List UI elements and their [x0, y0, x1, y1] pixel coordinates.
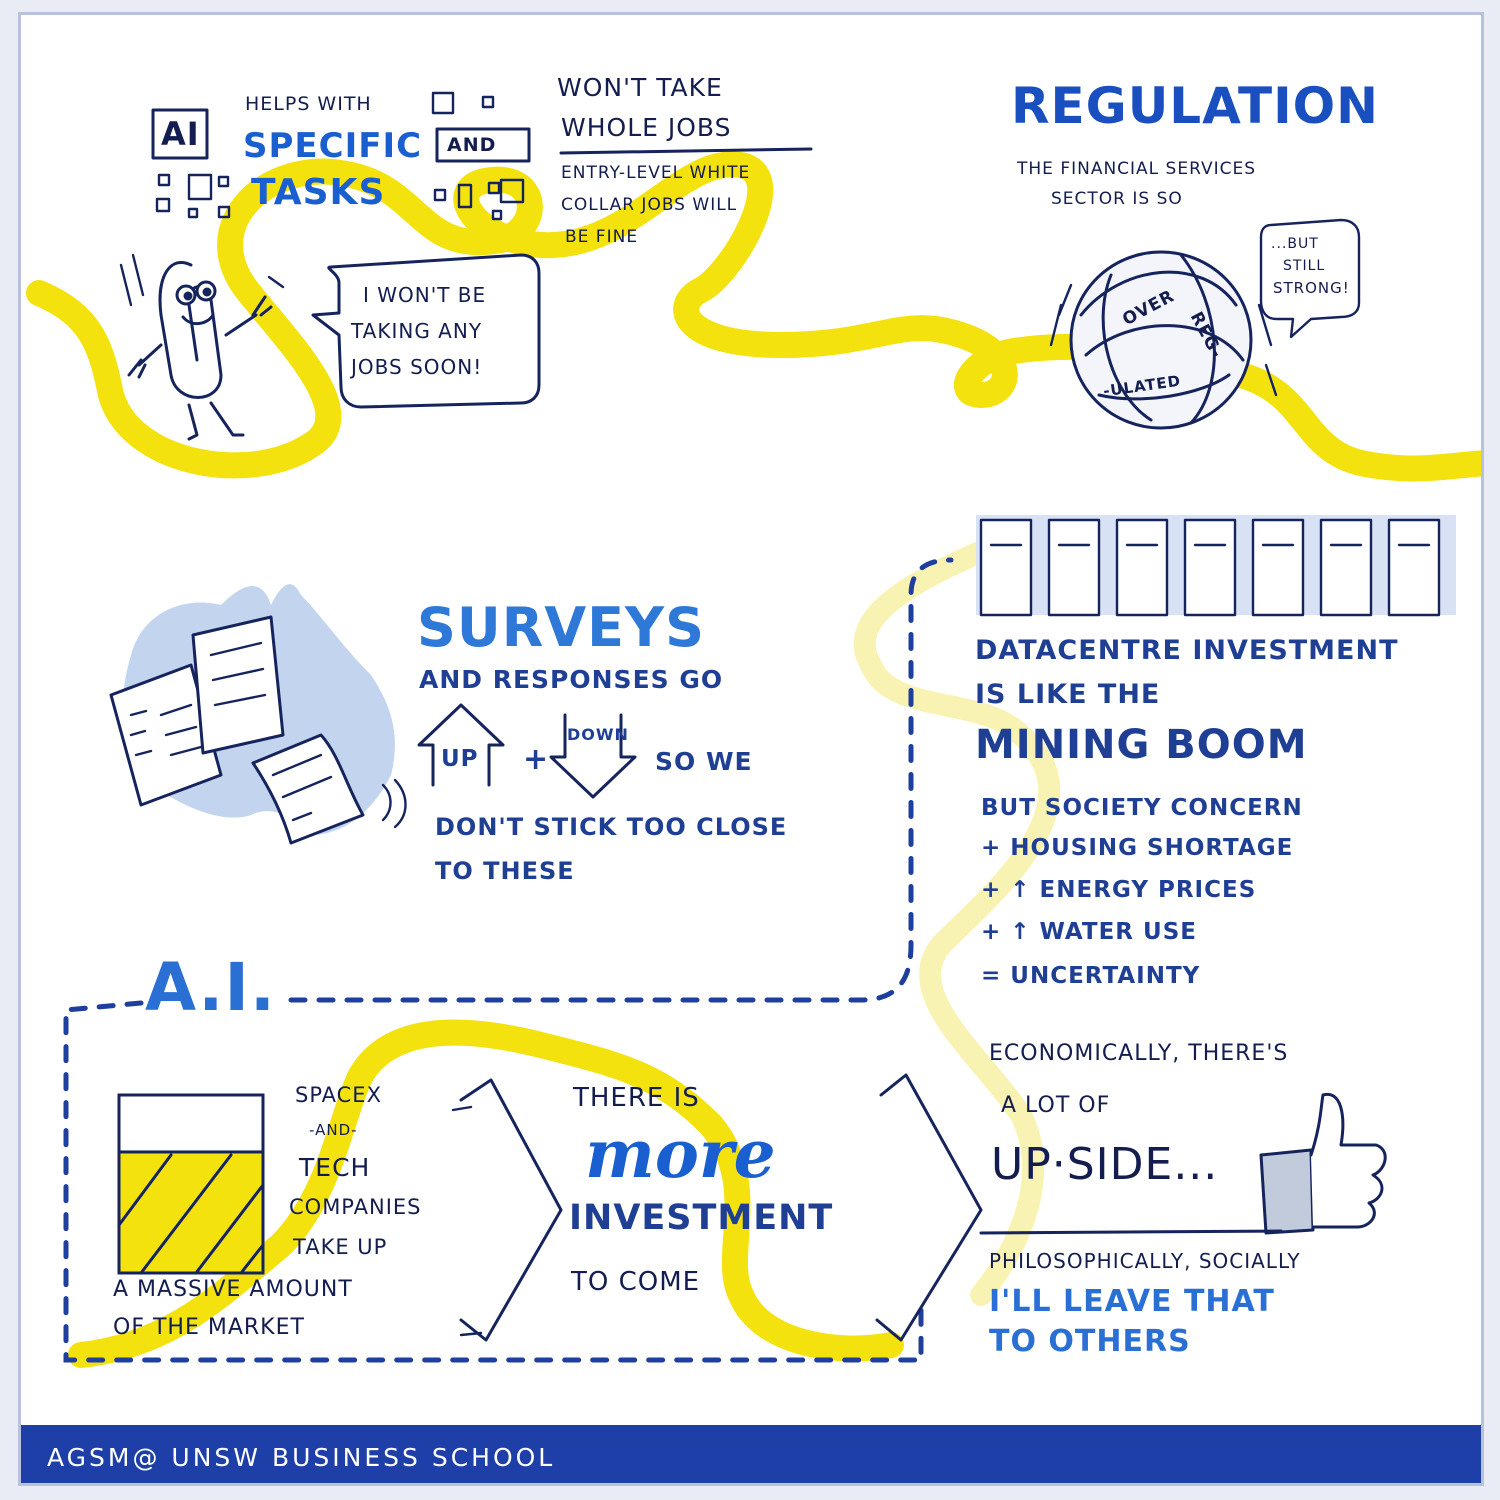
dashed-section-frame	[63, 557, 954, 1363]
there-is-text: There is	[573, 1083, 700, 1113]
spacex-line-3: tech	[299, 1153, 371, 1182]
market-share-fill	[117, 1150, 265, 1275]
concern-line-1: But society concern	[981, 795, 1303, 821]
ai-section-title: A.I.	[145, 949, 277, 1026]
and-box-label: and	[447, 134, 497, 156]
upside-text: UP·SIDE...	[991, 1139, 1219, 1190]
up-label: up	[441, 746, 479, 772]
and-box-outline	[435, 127, 531, 163]
bubble-line-still: still	[1283, 258, 1326, 274]
speech-line-1: I won't be	[363, 283, 487, 307]
so-we-text: so we	[655, 747, 753, 776]
speech-line-3: jobs soon!	[351, 355, 483, 379]
concern-line-3: + ↑ energy prices	[981, 877, 1257, 903]
spacex-line-1: SpaceX	[295, 1083, 382, 1107]
sector-is-so-text: sector is so	[1051, 189, 1183, 209]
down-label: down	[567, 725, 629, 744]
faint-highlighter-stroke	[853, 524, 1061, 1306]
surveys-title: Surveys	[417, 596, 705, 659]
more-text: more	[585, 1115, 776, 1193]
financial-services-text: The financial services	[1017, 159, 1257, 179]
paperclip-character	[119, 253, 285, 441]
philosophically-text: Philosophically, socially	[989, 1249, 1301, 1273]
market-share-bar	[117, 1093, 265, 1275]
of-the-market-text: of the market	[113, 1315, 305, 1340]
to-these-text: to these	[435, 857, 575, 885]
down-arrow-outline	[549, 713, 637, 799]
speech-bubble-outline	[311, 253, 541, 409]
scattered-task-squares	[155, 91, 525, 221]
specific-text: Specific	[243, 126, 423, 166]
jobs-underline	[559, 147, 813, 155]
chevron-arrow-right	[875, 1073, 983, 1342]
concern-line-2: + housing shortage	[981, 835, 1294, 861]
spacex-line-2: -and-	[309, 1121, 358, 1139]
a-lot-of-text: a lot of	[1001, 1093, 1111, 1118]
bubble-line-strong: strong!	[1273, 279, 1350, 297]
spacex-line-4: companies	[289, 1195, 422, 1219]
whole-jobs-text: whole jobs	[561, 113, 732, 142]
speech-line-2: taking any	[351, 319, 483, 343]
server-racks	[976, 515, 1456, 617]
tick-marks	[451, 1105, 483, 1337]
up-arrow-outline	[417, 703, 505, 787]
massive-amount-text: a massive amount	[113, 1277, 353, 1302]
helps-with-text: Helps with	[245, 93, 372, 115]
to-others-text: to others	[989, 1324, 1191, 1359]
to-come-text: to come	[571, 1267, 701, 1297]
still-strong-bubble-outline	[1259, 218, 1361, 339]
survey-papers	[109, 615, 407, 845]
regulation-title: Regulation	[1011, 77, 1380, 135]
economically-text: Economically, there's	[989, 1041, 1289, 1066]
thumbs-up-icon	[1259, 1092, 1387, 1235]
dont-stick-text: don't stick too close	[435, 813, 788, 841]
footer-text: AGSM@ UNSW BUSINESS SCHOOL	[47, 1443, 556, 1472]
spacex-line-5: take up	[293, 1235, 388, 1259]
datacentre-investment-text: Datacentre investment	[975, 635, 1399, 666]
ai-box-label: AI	[161, 115, 200, 153]
bubble-line-but: ...but	[1271, 236, 1319, 252]
plus-sign: +	[523, 742, 550, 777]
rubber-band-ball	[1049, 250, 1278, 430]
highlighter-wave-top	[26, 151, 1481, 482]
be-fine-text: be fine	[565, 227, 639, 247]
leave-that-text: I'll leave that	[989, 1284, 1275, 1319]
concern-line-4: + ↑ water use	[981, 919, 1197, 945]
tasks-text: tasks	[251, 172, 386, 213]
mining-boom-text: Mining boom	[975, 722, 1308, 768]
sketch-artwork	[26, 91, 1481, 1368]
footer-bar: AGSM@ UNSW BUSINESS SCHOOL	[21, 1425, 1481, 1483]
chevron-arrow-left	[459, 1078, 563, 1342]
highlighter-wave-bottom	[68, 1019, 904, 1368]
collar-jobs-text: collar jobs will	[561, 195, 738, 215]
concern-line-5: = uncertainty	[981, 963, 1201, 989]
is-like-the-text: is like the	[975, 679, 1161, 710]
wont-take-text: Won't take	[557, 73, 723, 102]
responses-go-text: and responses go	[419, 665, 724, 694]
sketchnote-sheet: AI Helps with Specific and tasks I won't…	[18, 12, 1484, 1486]
upside-separator	[979, 1229, 1283, 1235]
ai-box-outline	[151, 108, 209, 160]
entry-level-text: Entry-level white	[561, 163, 751, 183]
investment-text: investment	[569, 1198, 834, 1238]
